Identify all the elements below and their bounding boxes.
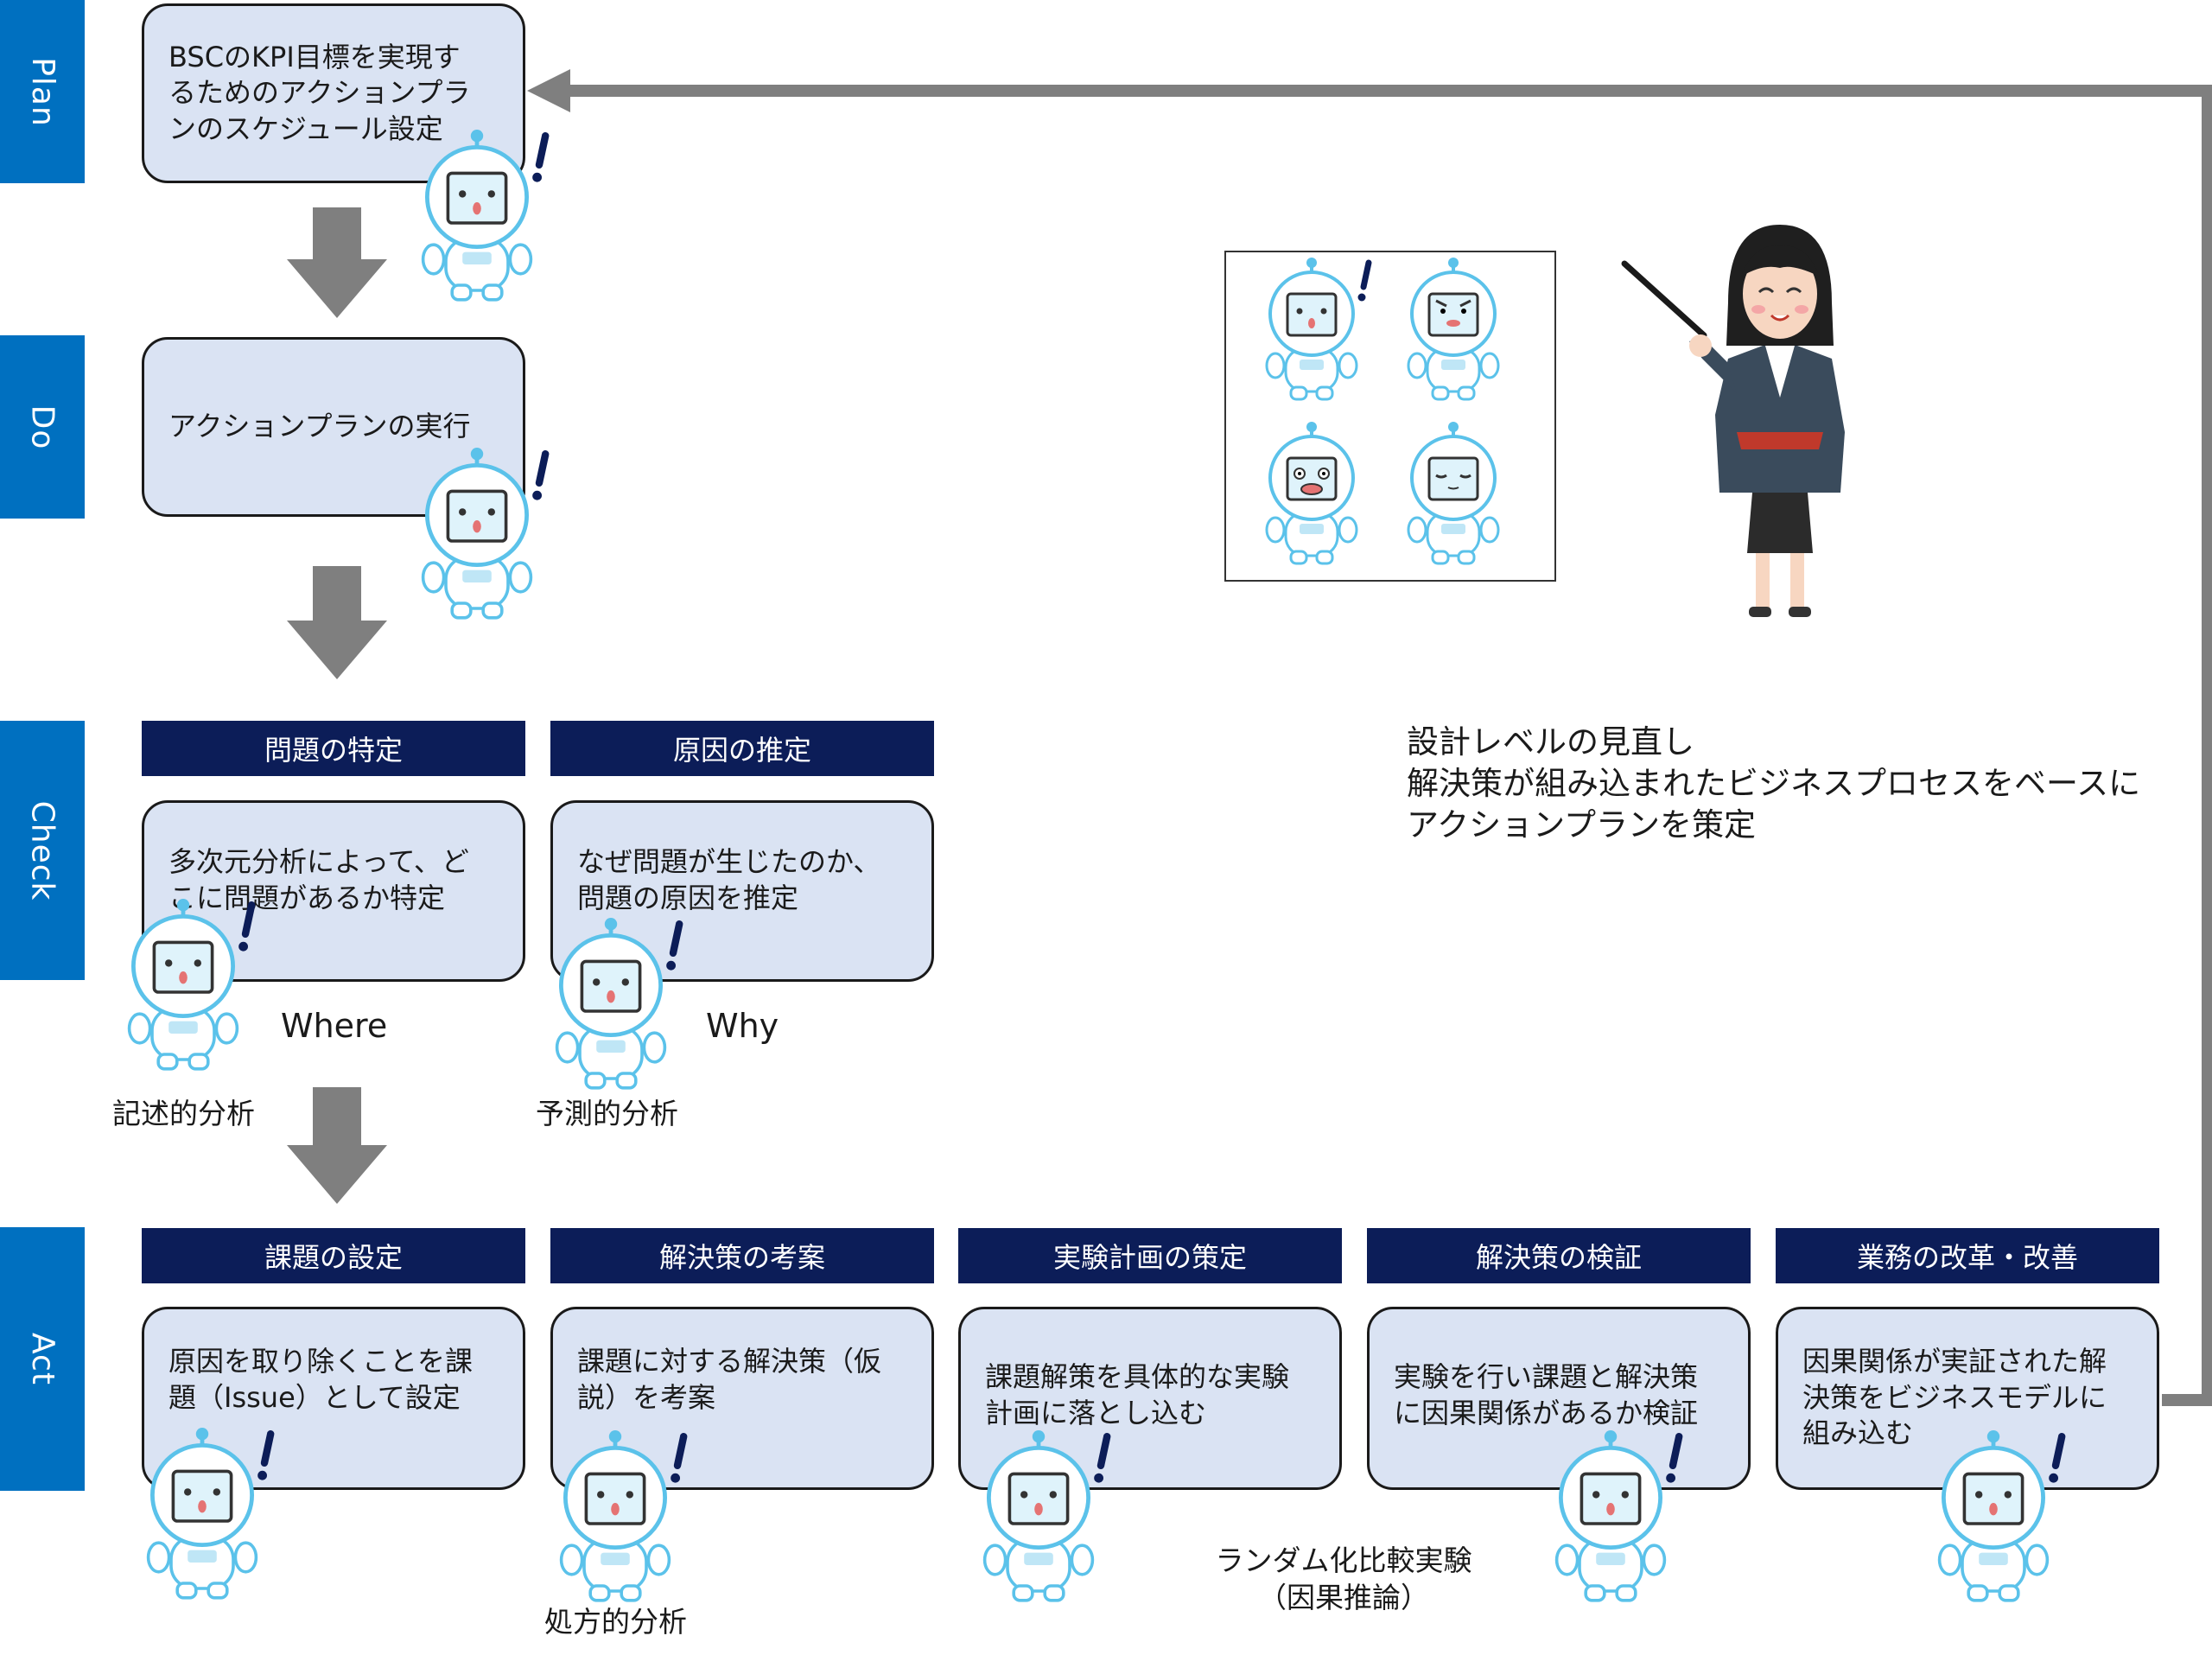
act-header-solution: 解決策の考案: [550, 1228, 934, 1283]
down-arrow-plan-do: [287, 207, 387, 318]
down-arrow-check-act: [287, 1087, 387, 1204]
robot-exclaim-icon: [421, 130, 550, 302]
act-box-verify: 実験を行い課題と解決策 に因果関係があるか検証: [1367, 1307, 1751, 1490]
robot-exclaim-icon: [982, 1430, 1111, 1602]
analysis-prescriptive: 処方的分析: [544, 1605, 687, 1639]
robot-exclaim-icon: [1937, 1430, 2066, 1602]
plan-box: BSCのKPI目標を実現す るためのアクションプラ ンのスケジュール設定: [142, 3, 525, 183]
phase-do: Do: [0, 335, 85, 519]
check-header-cause: 原因の推定: [550, 721, 934, 776]
feedback-arrow: [566, 85, 2212, 1406]
act-box-reform: 因果関係が実証された解 決策をビジネスモデルに 組み込む: [1776, 1307, 2159, 1490]
robot-exclaim-icon: [559, 1430, 688, 1602]
teacher-pointer-illustration: [1621, 225, 1845, 617]
robot-exclaim-icon: [146, 1428, 275, 1600]
analysis-rct: ランダム化比較実験 （因果推論）: [1215, 1544, 1472, 1614]
robot-angry-icon: [1407, 258, 1500, 401]
robot-exclaim-icon: [127, 899, 256, 1071]
phase-act: Act: [0, 1227, 85, 1491]
phase-check: Check: [0, 721, 85, 980]
act-header-reform: 業務の改革・改善: [1776, 1228, 2159, 1283]
robot-exclaim-icon: [555, 918, 683, 1090]
robot-exclaim-icon: [421, 448, 550, 620]
feedback-arrow-head: [527, 69, 570, 112]
analysis-descriptive: 記述的分析: [112, 1097, 255, 1130]
robot-shocked-icon: [1265, 422, 1358, 565]
robot-exclaim-icon: [1265, 258, 1372, 401]
act-box-solution: 課題に対する解決策（仮 説）を考案: [550, 1307, 934, 1490]
robot-exclaim-icon: [1554, 1430, 1683, 1602]
act-header-verify: 解決策の検証: [1367, 1228, 1751, 1283]
check-header-problem: 問題の特定: [142, 721, 525, 776]
act-header-issue: 課題の設定: [142, 1228, 525, 1283]
down-arrow-do-check: [287, 566, 387, 679]
keyword-where: Where: [281, 1007, 388, 1045]
analysis-predictive: 予測的分析: [536, 1097, 678, 1130]
feedback-note: 設計レベルの見直し 解決策が組み込まれたビジネスプロセスをベースに アクションプ…: [1407, 723, 2141, 844]
phase-plan: Plan: [0, 0, 85, 183]
keyword-why: Why: [706, 1007, 779, 1045]
robot-relieved-icon: [1407, 422, 1500, 565]
act-header-experiment: 実験計画の策定: [958, 1228, 1342, 1283]
